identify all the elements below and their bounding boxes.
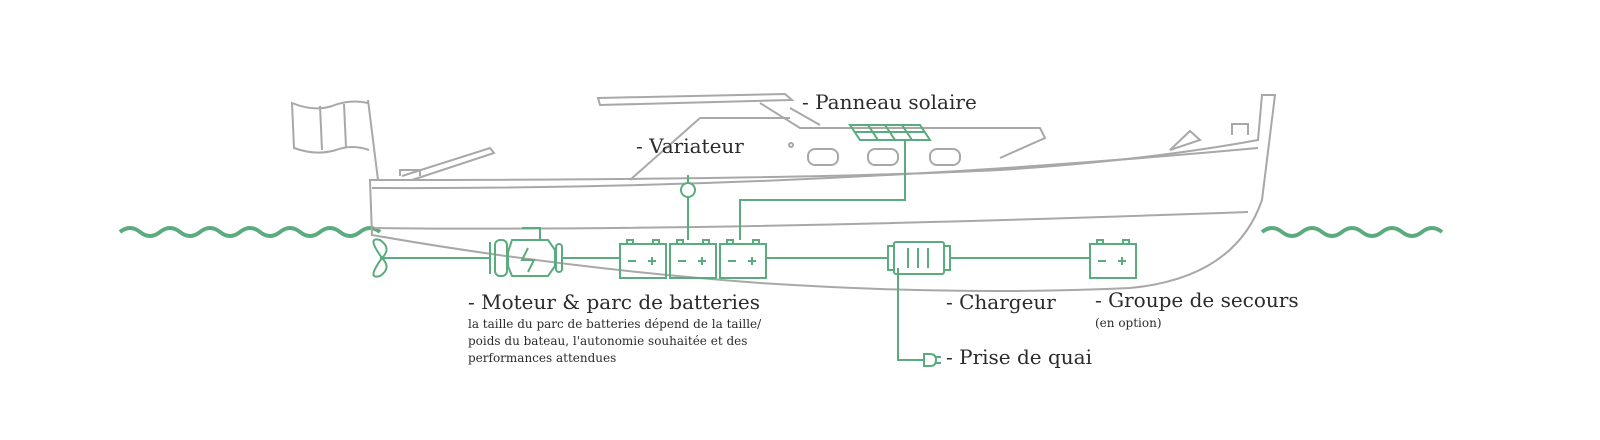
label-prise: - Prise de quai bbox=[946, 345, 1092, 369]
charger-icon bbox=[887, 241, 951, 275]
label-moteur-desc: la taille du parc de batteries dépend de… bbox=[468, 316, 761, 367]
propeller-icon bbox=[372, 238, 388, 278]
variateur-icon bbox=[680, 182, 696, 198]
water-left-wave bbox=[118, 226, 382, 238]
boat-stern bbox=[290, 99, 496, 181]
boat-hull bbox=[368, 94, 1277, 293]
label-groupe: - Groupe de secours bbox=[1095, 288, 1299, 312]
moteur-desc-line: poids du bateau, l'autonomie souhaitée e… bbox=[468, 334, 748, 348]
label-panneau-solaire: - Panneau solaire bbox=[802, 90, 977, 114]
label-moteur: - Moteur & parc de batteries bbox=[468, 290, 761, 314]
moteur-desc-line: performances attendues bbox=[468, 351, 617, 365]
moteur-desc-line: la taille du parc de batteries dépend de… bbox=[468, 317, 762, 331]
battery-pack-icon bbox=[619, 239, 767, 279]
flag-icon bbox=[290, 100, 370, 154]
motor-icon bbox=[489, 227, 563, 277]
shore-plug-icon bbox=[923, 353, 941, 367]
generator-icon bbox=[1089, 239, 1137, 279]
boat-cabin bbox=[596, 92, 1249, 181]
flag-pole bbox=[367, 99, 379, 181]
label-variateur: - Variateur bbox=[636, 134, 744, 158]
solar-panel-icon bbox=[848, 124, 932, 141]
electric-wiring bbox=[380, 140, 1090, 361]
water-right-wave bbox=[1260, 226, 1444, 238]
label-groupe-note: (en option) bbox=[1095, 316, 1162, 330]
label-chargeur: - Chargeur bbox=[946, 290, 1056, 314]
